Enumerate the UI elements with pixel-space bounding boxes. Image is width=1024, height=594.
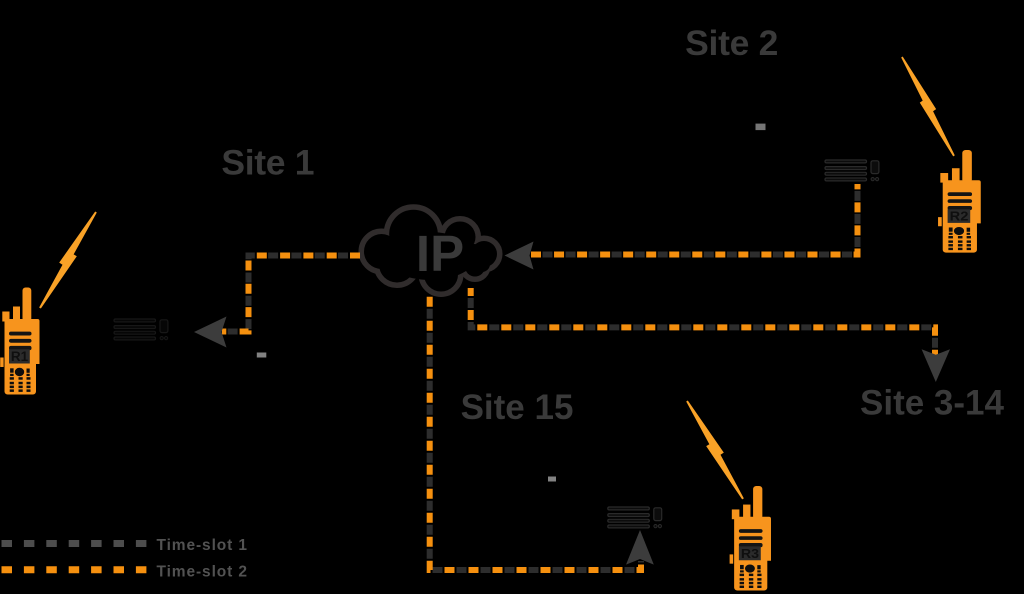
- svg-text:Site 2: Site 2: [685, 23, 778, 63]
- svg-text:R1: R1: [11, 349, 29, 364]
- svg-text:Time-slot 1: Time-slot 1: [157, 537, 248, 554]
- svg-text:R3: R3: [741, 546, 760, 560]
- svg-text:Time-slot 2: Time-slot 2: [157, 564, 248, 581]
- svg-text:IP: IP: [416, 225, 464, 282]
- svg-text:R2: R2: [950, 208, 969, 223]
- svg-text:Site 3-14: Site 3-14: [860, 384, 1004, 423]
- svg-text:Site 15: Site 15: [461, 388, 574, 427]
- svg-text:Site 1: Site 1: [221, 142, 314, 182]
